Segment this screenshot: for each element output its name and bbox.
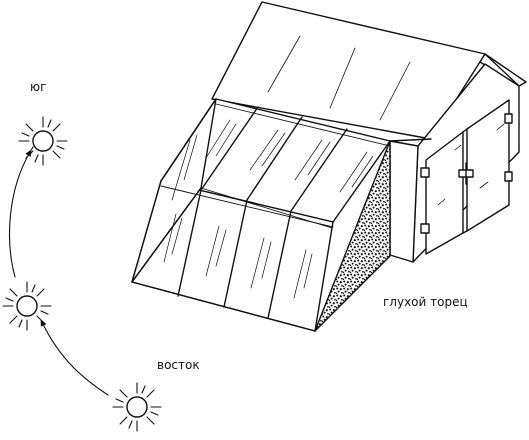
blind-end-wall [314, 140, 391, 332]
hinge-icon [420, 167, 430, 178]
shed [211, 1, 527, 263]
shed-doors [420, 99, 513, 255]
label-blind-end: глухой торец [383, 295, 468, 309]
sun-path-bottom [40, 319, 109, 396]
shed-side-wall [389, 140, 419, 263]
sun-path-top [9, 149, 32, 278]
hinge-icon [504, 113, 513, 124]
label-east: восток [157, 358, 200, 372]
hinge-icon [420, 223, 430, 234]
sun-icon-east [112, 382, 162, 432]
shed-door-right [466, 99, 510, 232]
hinge-icon [504, 171, 513, 182]
sun-icon-south [18, 116, 68, 166]
label-south: юг [30, 80, 47, 94]
greenhouse [131, 98, 391, 332]
sun-icon-midway [2, 281, 52, 331]
